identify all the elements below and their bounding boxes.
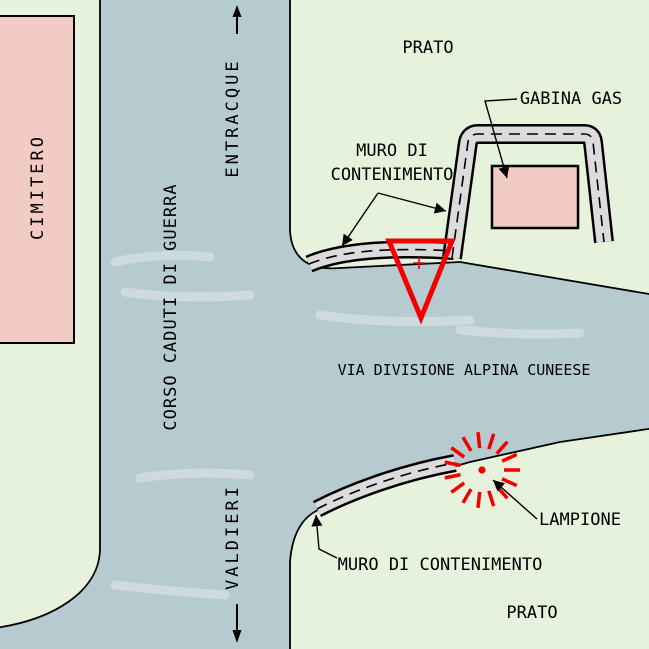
meadow-top-label: PRATO bbox=[402, 38, 453, 58]
lamp-label: LAMPIONE bbox=[539, 510, 621, 530]
triangle-icon bbox=[385, 238, 456, 325]
leader-gas-cabin bbox=[484, 98, 518, 179]
cross-icon bbox=[413, 257, 425, 269]
street-lamp-symbol bbox=[444, 432, 520, 508]
gas-cabin-building bbox=[490, 164, 580, 230]
road-texture bbox=[110, 250, 585, 600]
lamp-dot-icon bbox=[478, 466, 486, 474]
arrow-head bbox=[232, 5, 242, 17]
leader-wall-bottom bbox=[311, 514, 338, 559]
leader-wall-top-right bbox=[377, 192, 447, 214]
arrow-head bbox=[232, 630, 242, 643]
wall-top-label-line1: MURO DI bbox=[356, 141, 428, 161]
leader-wall-top-left bbox=[341, 192, 379, 247]
red-triangle-marker bbox=[385, 238, 456, 325]
south-direction-arrow-icon bbox=[232, 604, 242, 643]
horizontal-road-label: VIA DIVISIONE ALPINA CUNEESE bbox=[338, 361, 591, 379]
meadow-bottom-label: PRATO bbox=[506, 603, 557, 623]
north-direction-arrow-icon bbox=[232, 5, 242, 34]
cemetery-building bbox=[0, 15, 75, 344]
wall-centerline bbox=[308, 248, 455, 265]
lamp-rays-icon bbox=[444, 432, 520, 508]
wall-centerline bbox=[451, 133, 605, 259]
containment-wall-gas-cabin bbox=[442, 124, 614, 260]
wall-bottom-label: MURO DI CONTENIMENTO bbox=[338, 555, 543, 575]
containment-wall-top-left bbox=[305, 240, 455, 273]
containment-wall-bottom bbox=[312, 454, 457, 518]
direction-south-label: VALDIERI bbox=[223, 484, 243, 590]
wall-top-label-line2: CONTENIMENTO bbox=[331, 165, 454, 185]
wall-centerline bbox=[316, 462, 456, 510]
vertical-road-label: CORSO CADUTI DI GUERRA bbox=[161, 183, 181, 430]
direction-north-label: ENTRACQUE bbox=[223, 58, 243, 177]
cemetery-label: CIMITERO bbox=[28, 134, 48, 240]
gas-cabin-label: GABINA GAS bbox=[520, 89, 622, 109]
leader-lamp bbox=[492, 479, 538, 520]
